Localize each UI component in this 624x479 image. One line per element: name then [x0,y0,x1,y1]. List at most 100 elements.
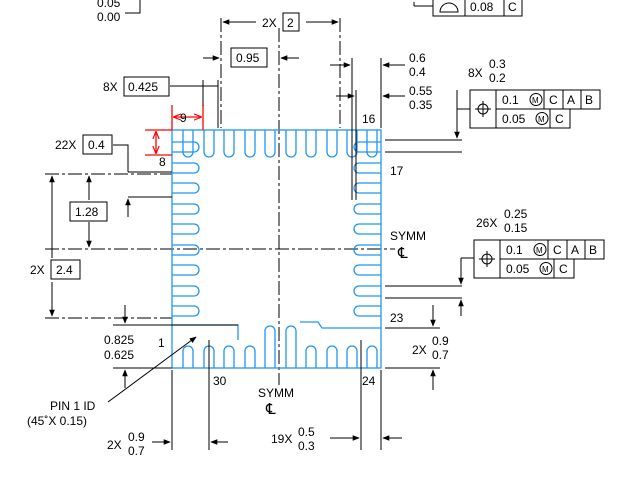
dimension-texts: 0.05 0.00 2X 2 0.95 8X 0.425 0.6 0.4 0.5… [27,0,597,458]
side-pad-value: 0.4 [88,138,105,152]
right-pad-9 [353,305,381,317]
fcf-top-right [456,89,601,129]
symm-right-label: SYMM [390,229,426,243]
left-pad-1 [172,141,200,153]
mmc-icon-mid-2 [539,262,553,275]
right-pad-4 [353,203,381,215]
pad-width-value: 0.425 [128,80,158,94]
lead-right-upper: 0.25 [504,207,528,221]
top-pad-6 [285,130,297,158]
right-pad-1 [353,141,381,153]
top-pad-5 [264,130,276,158]
bottom-mid-upper: 0.5 [298,425,315,439]
body-height-box [50,259,81,280]
lead-top-prefix: 8X [468,66,483,80]
pitch-left-box [69,201,108,222]
profile-tolerance: 0.08 [470,0,494,14]
side-pad-leader [113,144,129,172]
fcf-mid-mmc-1: M [536,246,543,255]
mmc-symbols [529,93,553,275]
fcf-mid-right [473,239,605,279]
right-upper-tol-upper: 0.6 [409,51,426,65]
fcf-top-mmc-1: M [532,96,539,105]
bottom-left-upper: 0.9 [128,430,145,444]
pin1-leader [107,336,197,403]
bottom-left-prefix: 2X [107,438,122,452]
side-pad-prefix: 22X [55,138,76,152]
right-pad-7 [353,264,381,276]
body-width-box [282,12,300,32]
pin-17-label: 17 [390,164,404,178]
lead-top-upper: 0.3 [489,57,506,71]
fcf-top-row2-datum: C [555,112,564,126]
body-height-value: 2.4 [56,263,73,277]
bottom-mid-lower: 0.3 [298,439,315,453]
pin1-highlight [145,105,204,156]
centerlines [45,18,395,385]
mmc-icon-top-2 [535,112,549,125]
right-low-upper: 0.9 [432,334,449,348]
inner-step-left [172,324,239,340]
fcf-mid-datum-c: C [553,243,562,257]
left-pad-5 [172,223,200,235]
bottom-pad-7 [305,345,317,368]
pitch-top-box [230,47,268,68]
pin1-id-detail: (45˚X 0.15) [27,414,87,428]
bottom-pad-5 [264,325,276,368]
top-pad-7 [305,130,317,158]
bottom-pad-9 [346,345,358,368]
profile-symbol [439,2,459,13]
body-width-value: 2 [287,16,294,30]
left-pad-3 [172,182,200,194]
right-pad-6 [353,244,381,256]
fcf-mid-row2-datum: C [559,262,568,276]
pin-9-label: 9 [180,111,187,125]
pitch-top-value: 0.95 [236,51,260,65]
pin1-id-label: PIN 1 ID [50,399,96,413]
pin-30-label: 30 [213,374,227,388]
pad-width-box [123,76,170,97]
left-low-upper: 0.825 [104,333,134,347]
left-pad-2 [172,162,200,174]
left-pad-8 [172,285,200,297]
dimension-lines [49,0,474,450]
right-pad-2 [353,162,381,174]
pitch-left-value: 1.28 [75,205,99,219]
mmc-icon-top-1 [529,93,543,106]
pin-24-label: 24 [362,374,376,388]
top-pad-3 [223,130,235,158]
fcf-top-datum-c: C [549,93,558,107]
fcf-top-mmc-2: M [538,115,545,124]
pin-23-label: 23 [390,311,404,325]
bottom-pad-4 [244,345,256,368]
top-pad-8 [326,130,338,158]
symm-bottom-label: SYMM [258,386,294,400]
top-offset-upper: 0.05 [97,0,121,10]
fcf-mid-datum-a: A [571,243,579,257]
right-pad-3 [353,182,381,194]
symm-bottom-centerline-icon: ℄ [265,401,276,418]
pin-16-label: 16 [362,112,376,126]
left-pad-4 [172,203,200,215]
top-offset-leader [125,0,141,14]
left-low-lower: 0.625 [104,348,134,362]
right-mid-tol-upper: 0.55 [409,84,433,98]
bottom-pad-1 [182,345,194,368]
bottom-pad-6 [285,325,297,368]
top-pad-1 [182,130,194,158]
lead-right-prefix: 26X [476,216,497,230]
fcf-top-row2-tol: 0.05 [502,112,526,126]
fcf-top-datum-b: B [585,93,593,107]
fcf-mid-mmc-2: M [542,265,549,274]
top-pad-4 [244,130,256,158]
fcf-mid-row1-tol: 0.1 [506,243,523,257]
dimension-boxes [50,0,523,280]
mmc-icon-mid-1 [533,243,547,256]
top-pad-2 [203,130,215,158]
top-offset-lower: 0.00 [97,10,121,24]
bottom-pad-8 [326,345,338,368]
pin-8-label: 8 [159,155,166,169]
fcf-mid-row2 [499,258,575,279]
fcf-mid-datum-b: B [589,243,597,257]
